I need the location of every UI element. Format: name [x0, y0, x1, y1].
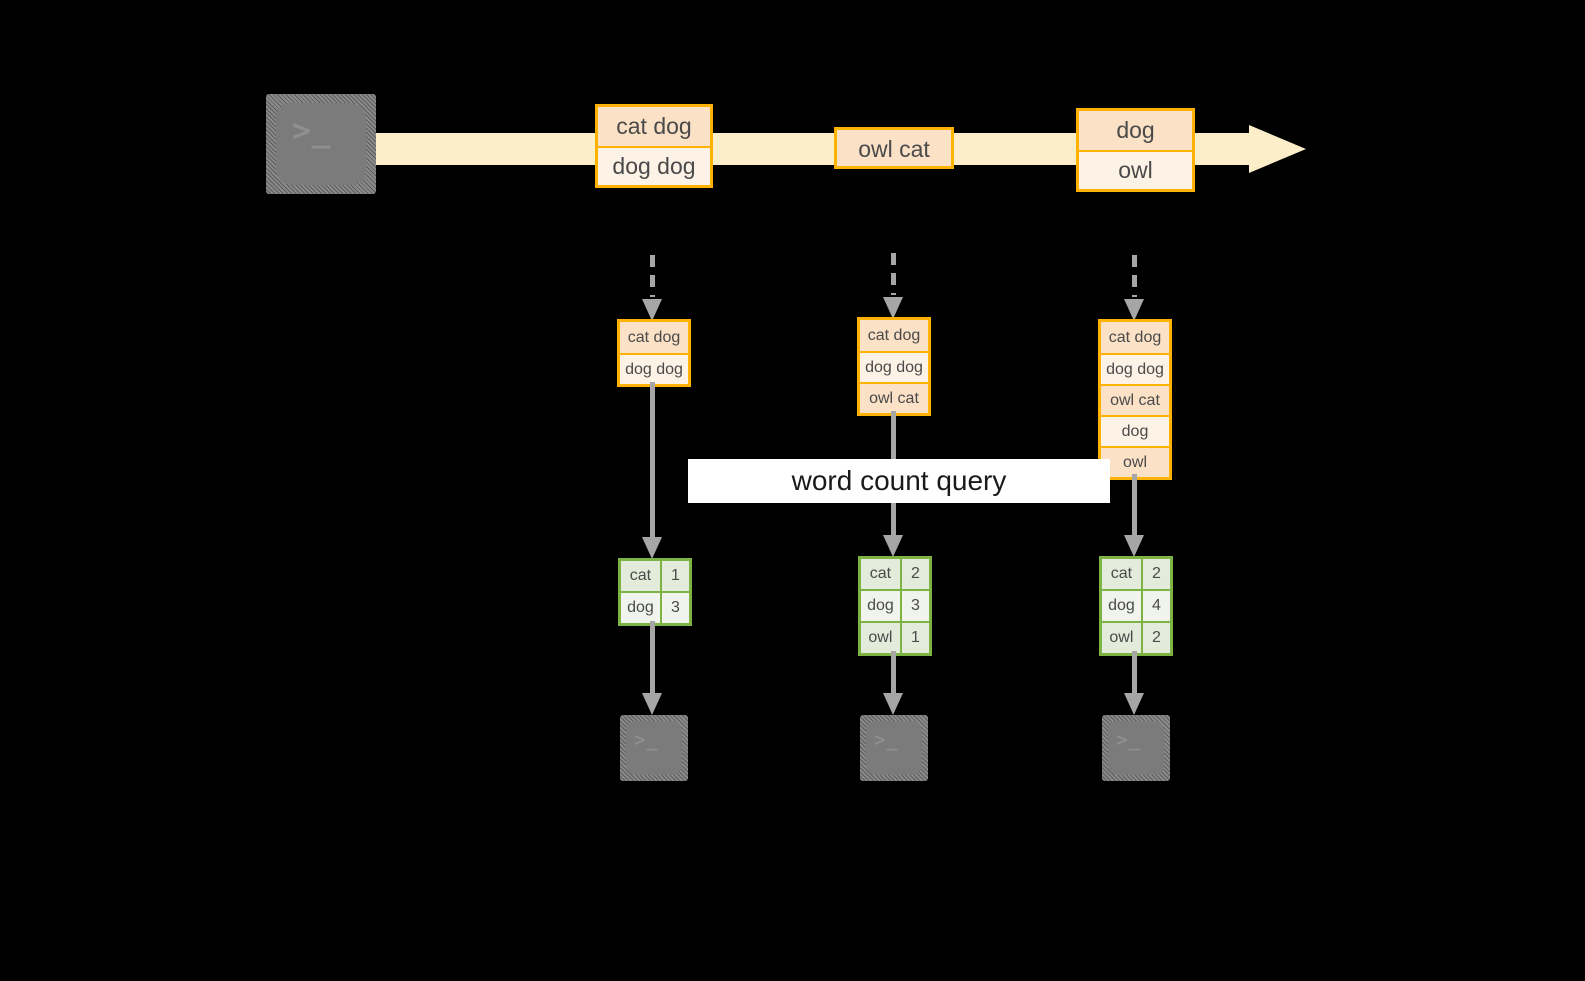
terminal-screen	[626, 721, 682, 775]
table-cell-word: dog	[861, 591, 902, 621]
stream-record-group-1: cat dog dog dog	[595, 104, 713, 188]
stream-record-group-3: dog owl	[1076, 108, 1195, 192]
connector-arrowhead-icon	[642, 693, 662, 715]
stream-arrow-icon	[1249, 125, 1306, 173]
table-cell-count: 1	[661, 561, 689, 591]
connector-result-1-to-sink-1	[642, 621, 662, 715]
terminal-screen	[276, 103, 366, 185]
connector-arrowhead-icon	[1124, 299, 1144, 321]
terminal-prompt-glyph: >_	[874, 729, 899, 751]
snapshot-line: dog dog	[620, 353, 688, 384]
connector-result-3-to-sink-3	[1124, 651, 1144, 715]
terminal-prompt-glyph: >_	[1116, 729, 1141, 751]
stream-record-line: dog dog	[598, 146, 710, 185]
connector-stream-to-snapshot-2	[883, 253, 903, 319]
connector-arrowhead-icon	[883, 297, 903, 319]
result-table-2: cat 2 dog 3 owl 1	[858, 556, 932, 656]
stream-record-line: owl	[1079, 150, 1192, 189]
table-cell-count: 3	[661, 593, 689, 623]
table-cell-count: 2	[1142, 623, 1170, 653]
connector-arrowhead-icon	[1124, 693, 1144, 715]
table-row: cat 2	[1102, 559, 1170, 589]
terminal-prompt-glyph: >_	[292, 113, 332, 149]
result-table-3: cat 2 dog 4 owl 2	[1099, 556, 1173, 656]
connector-shaft	[650, 255, 655, 297]
table-cell-word: owl	[861, 623, 902, 653]
connector-arrowhead-icon	[642, 299, 662, 321]
connector-snapshot-3-to-result-3	[1124, 474, 1144, 557]
table-cell-word: cat	[861, 559, 902, 589]
result-table-1: cat 1 dog 3	[618, 558, 692, 626]
terminal-screen	[866, 721, 922, 775]
connector-stream-to-snapshot-1	[642, 255, 662, 321]
connector-arrowhead-icon	[642, 537, 662, 559]
table-row: dog 4	[1102, 589, 1170, 621]
query-label-band: word count query	[688, 459, 1110, 503]
snapshot-3: cat dog dog dog owl cat dog owl	[1098, 319, 1172, 480]
table-row: cat 2	[861, 559, 929, 589]
stream-record-line: dog	[1079, 111, 1192, 150]
table-cell-count: 3	[901, 591, 929, 621]
table-row: dog 3	[861, 589, 929, 621]
table-row: owl 2	[1102, 621, 1170, 653]
snapshot-2: cat dog dog dog owl cat	[857, 317, 931, 416]
table-cell-word: dog	[1102, 591, 1143, 621]
connector-shaft	[1132, 651, 1137, 693]
table-cell-count: 4	[1142, 591, 1170, 621]
table-cell-count: 1	[901, 623, 929, 653]
snapshot-line: cat dog	[620, 322, 688, 353]
connector-arrowhead-icon	[883, 535, 903, 557]
connector-shaft	[1132, 474, 1137, 535]
connector-shaft	[650, 382, 655, 537]
connector-result-2-to-sink-2	[883, 651, 903, 715]
snapshot-line: owl cat	[1101, 384, 1169, 415]
terminal-screen	[1108, 721, 1164, 775]
connector-arrowhead-icon	[883, 693, 903, 715]
snapshot-line: cat dog	[1101, 322, 1169, 353]
stream-record-line: cat dog	[598, 107, 710, 146]
sink-terminal-icon-1: >_	[620, 715, 688, 781]
connector-shaft	[891, 253, 896, 295]
table-cell-word: owl	[1102, 623, 1143, 653]
table-cell-count: 2	[901, 559, 929, 589]
snapshot-line: dog dog	[860, 351, 928, 382]
sink-terminal-icon-2: >_	[860, 715, 928, 781]
connector-shaft	[891, 651, 896, 693]
table-row: owl 1	[861, 621, 929, 653]
snapshot-line: owl	[1101, 446, 1169, 477]
table-cell-word: cat	[621, 561, 662, 591]
table-cell-count: 2	[1142, 559, 1170, 589]
source-terminal-icon: >_	[266, 94, 376, 194]
table-cell-word: dog	[621, 593, 662, 623]
connector-shaft	[650, 621, 655, 693]
sink-terminal-icon-3: >_	[1102, 715, 1170, 781]
table-row: dog 3	[621, 591, 689, 623]
snapshot-line: dog	[1101, 415, 1169, 446]
snapshot-line: owl cat	[860, 382, 928, 413]
table-row: cat 1	[621, 561, 689, 591]
connector-stream-to-snapshot-3	[1124, 255, 1144, 321]
connector-arrowhead-icon	[1124, 535, 1144, 557]
terminal-prompt-glyph: >_	[634, 729, 659, 751]
snapshot-1: cat dog dog dog	[617, 319, 691, 387]
connector-snapshot-1-to-result-1	[642, 382, 662, 559]
snapshot-line: cat dog	[860, 320, 928, 351]
table-cell-word: cat	[1102, 559, 1143, 589]
stream-record-group-2: owl cat	[834, 127, 954, 169]
connector-shaft	[1132, 255, 1137, 297]
snapshot-line: dog dog	[1101, 353, 1169, 384]
stream-record-line: owl cat	[837, 130, 951, 166]
